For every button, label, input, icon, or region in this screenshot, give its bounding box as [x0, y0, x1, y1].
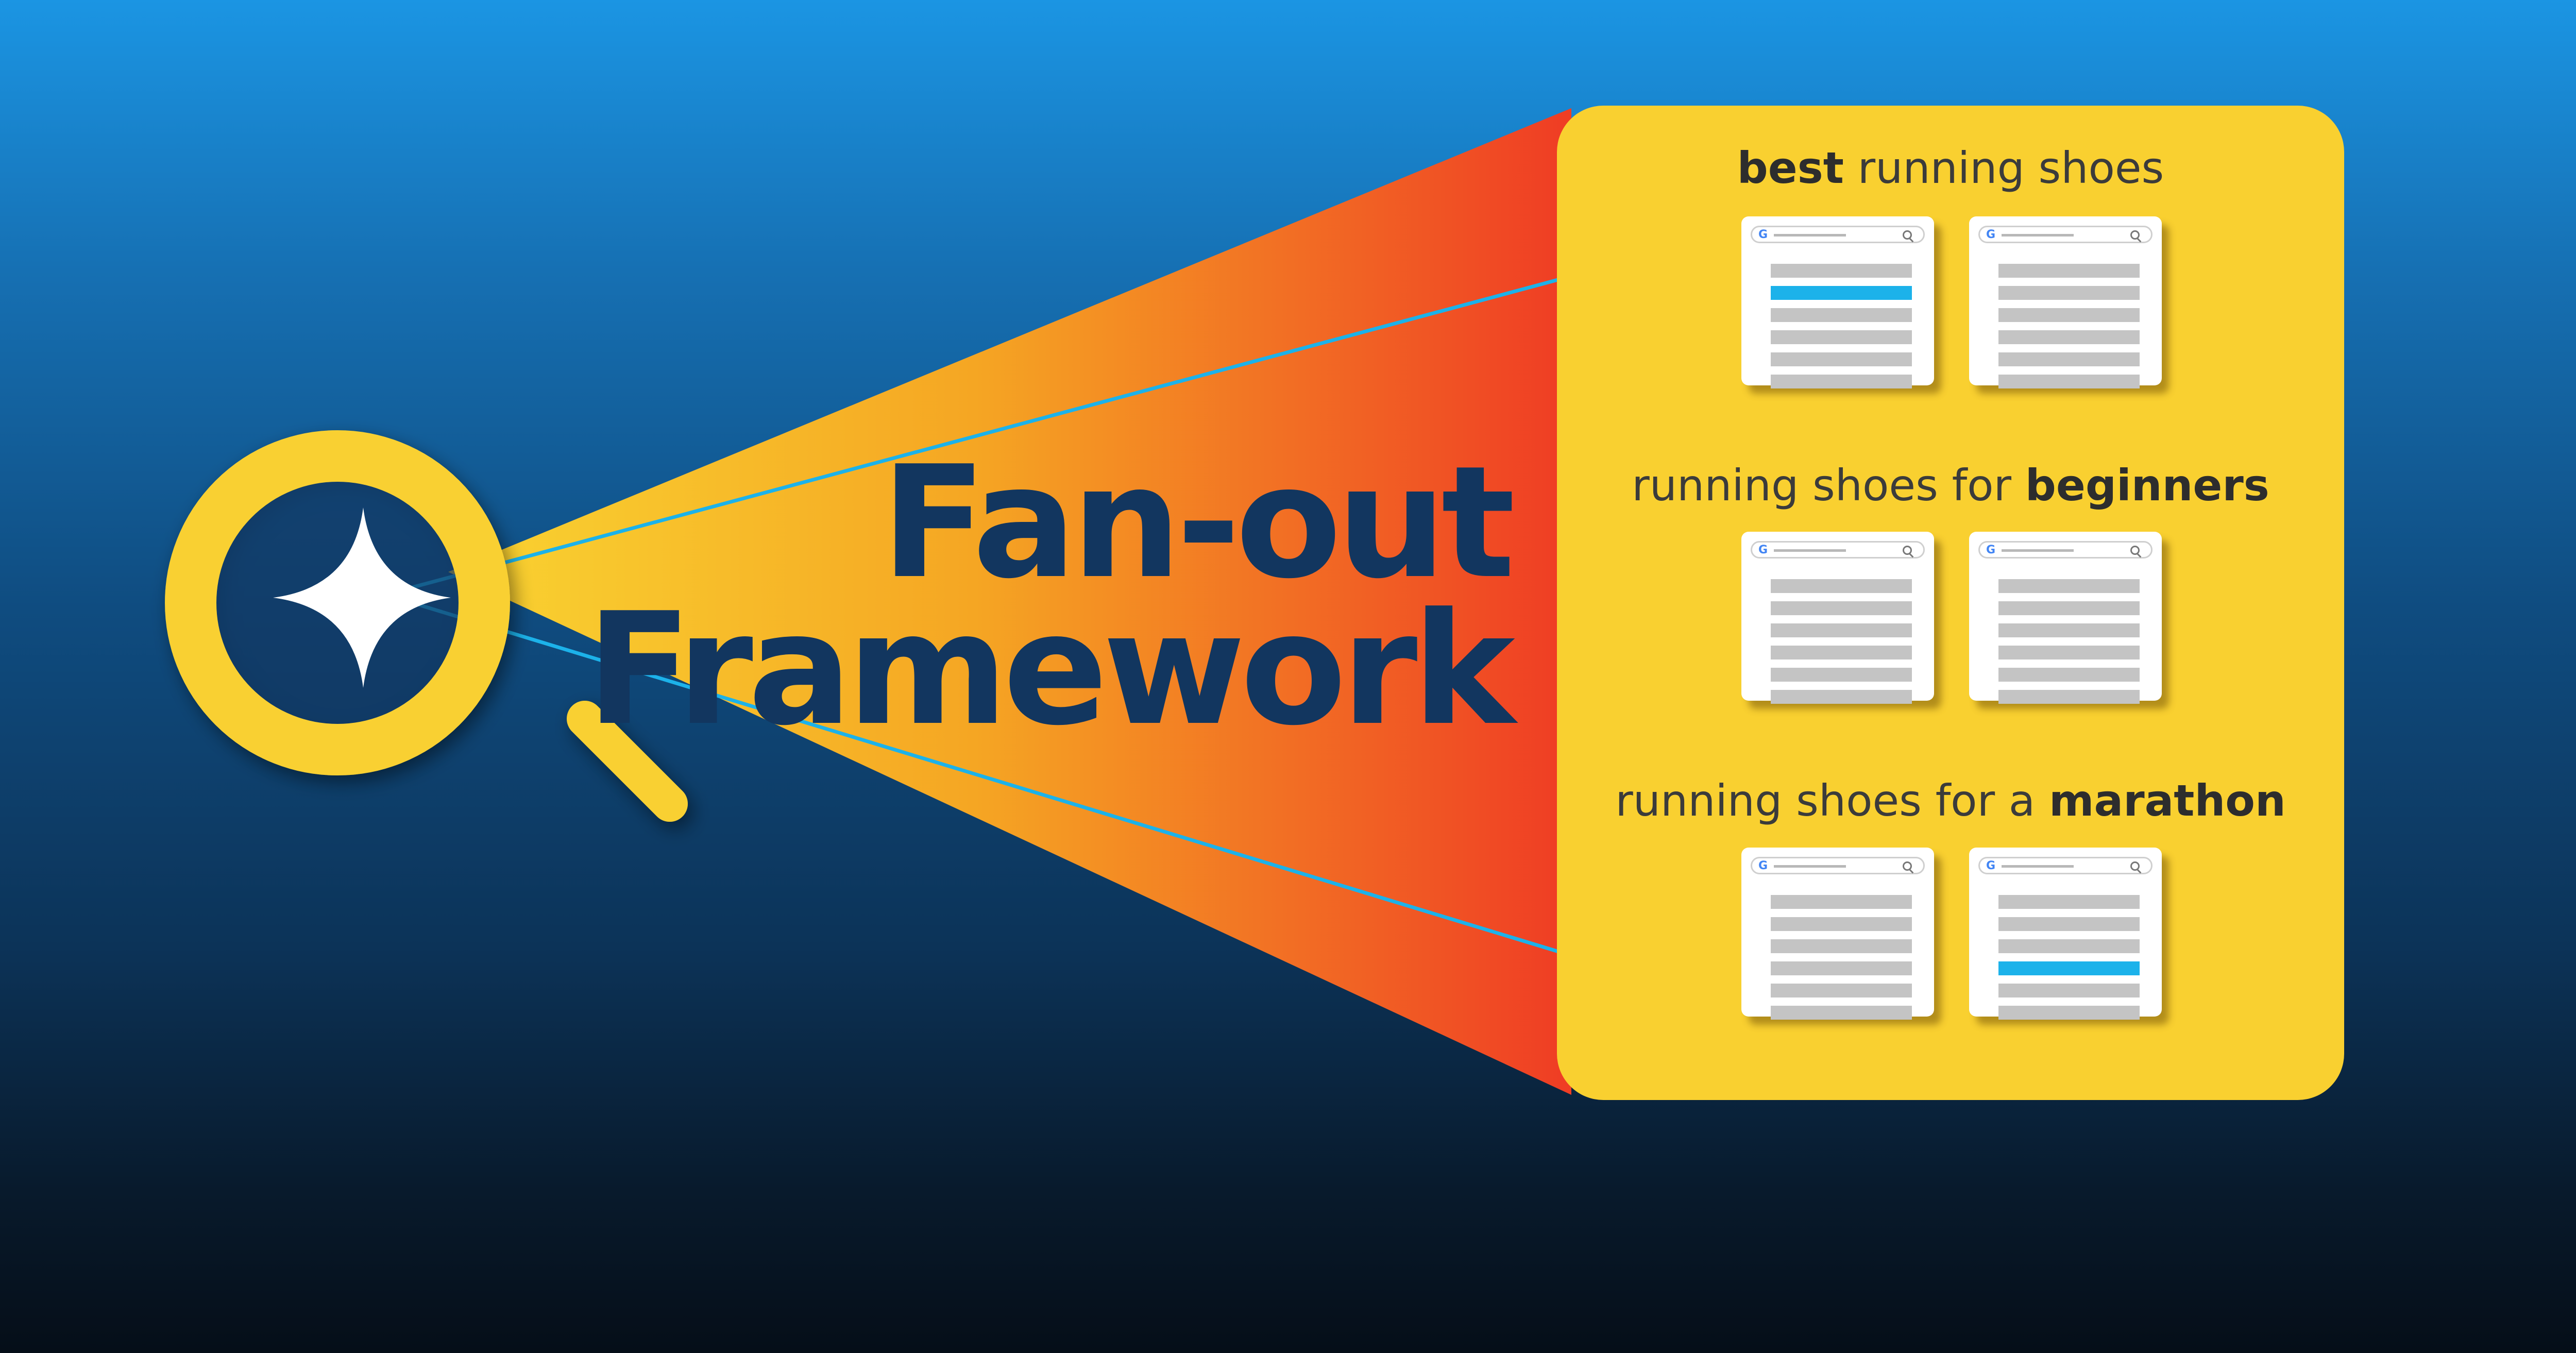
google-g-icon: G — [1986, 544, 1996, 556]
query-keyword: best — [1737, 143, 1844, 193]
search-bar: G — [1751, 226, 1925, 243]
result-row — [1771, 352, 1912, 366]
search-icon — [1903, 861, 1912, 871]
result-row — [1998, 984, 2140, 997]
result-row — [1771, 601, 1912, 615]
search-bar-text — [2002, 865, 2074, 868]
connector-line-top — [412, 276, 1564, 589]
search-bar-text — [2002, 234, 2074, 236]
result-row — [1998, 646, 2140, 659]
result-row — [1998, 939, 2140, 953]
query-label-3: running shoes for a marathon — [1615, 775, 2286, 826]
result-row — [1998, 668, 2140, 682]
result-row — [1998, 1006, 2140, 1020]
search-icon — [2130, 861, 2140, 871]
result-row — [1771, 668, 1912, 682]
search-bar: G — [1978, 541, 2153, 559]
search-bar: G — [1978, 857, 2153, 874]
search-bar-text — [2002, 549, 2074, 552]
result-row — [1771, 917, 1912, 931]
four-point-star-icon — [273, 508, 451, 688]
title-line-2: Framework — [586, 580, 1515, 759]
search-icon — [1903, 546, 1912, 555]
result-row — [1998, 690, 2140, 704]
search-icon — [2130, 546, 2140, 555]
search-bar: G — [1978, 226, 2153, 243]
google-g-icon: G — [1758, 544, 1768, 556]
result-list — [1771, 264, 1912, 397]
result-row — [1998, 895, 2140, 909]
google-g-icon: G — [1758, 228, 1768, 241]
search-result-page: G — [1741, 532, 1934, 704]
result-row — [1771, 623, 1912, 637]
connector-line-bottom — [411, 601, 1565, 955]
result-list — [1771, 579, 1912, 712]
search-result-page: G — [1741, 216, 1934, 388]
search-bar: G — [1751, 857, 1925, 874]
search-bar: G — [1751, 541, 1925, 559]
result-row — [1771, 375, 1912, 388]
search-bar-text — [1774, 549, 1846, 552]
search-result-page: G — [1969, 532, 2162, 704]
result-row — [1771, 690, 1912, 704]
result-row — [1998, 917, 2140, 931]
result-row — [1998, 286, 2140, 300]
result-row — [1771, 646, 1912, 659]
result-row — [1998, 352, 2140, 366]
result-list — [1771, 895, 1912, 1028]
result-row — [1771, 308, 1912, 322]
google-g-icon: G — [1986, 859, 1996, 872]
result-list — [1998, 895, 2140, 1028]
result-row — [1998, 579, 2140, 593]
result-row — [1771, 579, 1912, 593]
result-row — [1771, 1006, 1912, 1020]
search-bar-text — [1774, 234, 1846, 236]
search-icon — [1903, 230, 1912, 240]
fan-beam — [448, 108, 1571, 1095]
search-result-page: G — [1969, 216, 2162, 388]
result-row — [1771, 895, 1912, 909]
result-row — [1771, 264, 1912, 278]
search-result-page: G — [1969, 848, 2162, 1020]
result-row — [1998, 601, 2140, 615]
query-keyword: beginners — [2025, 460, 2269, 511]
search-icon — [2130, 230, 2140, 240]
result-row — [1998, 308, 2140, 322]
result-row — [1771, 939, 1912, 953]
query-label-1: best running shoes — [1737, 143, 2164, 193]
result-row — [1771, 984, 1912, 997]
result-row — [1771, 330, 1912, 344]
title-line-1: Fan-out — [881, 433, 1515, 613]
query-panel: best running shoes running shoes for beg… — [1557, 106, 2344, 1100]
result-row — [1998, 264, 2140, 278]
google-g-icon: G — [1758, 859, 1768, 872]
search-bar-text — [1774, 865, 1846, 868]
highlighted-result-row — [1998, 961, 2140, 975]
result-row — [1998, 330, 2140, 344]
result-list — [1998, 264, 2140, 397]
highlighted-result-row — [1771, 286, 1912, 300]
query-label-2: running shoes for beginners — [1632, 460, 2269, 511]
result-list — [1998, 579, 2140, 712]
search-result-page: G — [1741, 848, 1934, 1020]
google-g-icon: G — [1986, 228, 1996, 241]
result-row — [1998, 375, 2140, 388]
result-row — [1998, 623, 2140, 637]
result-row — [1771, 961, 1912, 975]
query-keyword: marathon — [2048, 775, 2286, 826]
